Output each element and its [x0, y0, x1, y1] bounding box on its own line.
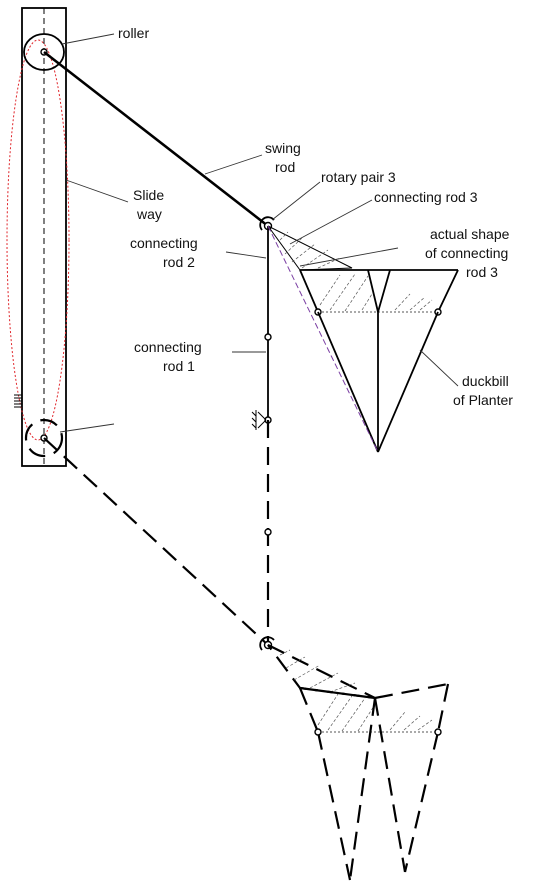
slide-way-frame [21, 7, 67, 467]
rotary-pair-lower-arc [259, 636, 275, 651]
label-actual-shape-3: rod 3 [466, 264, 498, 280]
label-duckbill-2: of Planter [453, 392, 513, 408]
leader-lower-roller [59, 423, 115, 433]
lower-top-bar-left [299, 686, 376, 700]
connecting-rod-3-shape [267, 225, 353, 271]
label-roller: roller [118, 25, 149, 41]
leader-roller [61, 33, 115, 45]
lower-duckbill-right-a [373, 697, 407, 873]
label-connecting-rod-2-1: connecting [130, 235, 198, 251]
lower-duckbill-right-b [403, 731, 440, 873]
joint-rod2-rod1 [264, 333, 272, 341]
label-slide-way-1: Slide [133, 187, 164, 203]
label-connecting-rod-3: connecting rod 3 [374, 189, 478, 205]
rotary-pair-3-arc [259, 216, 275, 231]
center-y-right [377, 269, 391, 313]
label-swing-rod-2: rod [275, 159, 295, 175]
purple-dashed-reference [267, 225, 379, 453]
lower-joint-right [434, 728, 442, 736]
leader-slide-way [65, 179, 129, 203]
center-y-left [367, 269, 379, 313]
duckbill-left-edge [317, 311, 379, 453]
label-connecting-rod-2-2: rod 2 [163, 254, 195, 270]
label-actual-shape-2: of connecting [425, 245, 508, 261]
connecting-rod-3-hatch [279, 231, 341, 269]
lower-shape-hatch [317, 693, 433, 732]
slide-way-highlight-ellipse [6, 39, 70, 441]
actual-shape-edge-left [299, 269, 319, 313]
roller-circle-bottom [24, 418, 64, 458]
label-connecting-rod-1-1: connecting [134, 339, 202, 355]
actual-shape-edge-right [437, 269, 459, 313]
leader-swing-rod [204, 154, 263, 175]
label-swing-rod-1: swing [265, 140, 301, 156]
ground-support [251, 410, 267, 430]
label-rotary-pair-3: rotary pair 3 [321, 169, 396, 185]
leader-connecting-rod-2 [225, 251, 267, 259]
leader-connecting-rod-3 [289, 199, 373, 245]
lower-shape-edge-left [298, 687, 320, 733]
label-duckbill-1: duckbill [462, 373, 509, 389]
duckbill-right-edge [377, 311, 439, 453]
leader-actual-shape [299, 247, 399, 267]
leader-rotary-pair-3 [271, 181, 321, 221]
swing-rod-lower-position [43, 437, 269, 646]
connecting-rod-3-lower [267, 644, 376, 700]
swing-rod [43, 50, 269, 228]
lower-joint-left [314, 728, 322, 736]
label-slide-way-2: way [136, 206, 162, 222]
label-connecting-rod-1-2: rod 1 [163, 358, 195, 374]
ground-hatch-left [14, 394, 22, 408]
lower-duckbill-left-a [316, 731, 352, 881]
joint-lower-mid [264, 528, 272, 536]
lower-shape-edge-right [436, 683, 450, 733]
actual-shape-hatch [319, 273, 433, 312]
leader-duckbill [419, 349, 459, 387]
connecting-rod-3-lower-hatch [279, 649, 356, 693]
lower-duckbill-left-b [348, 697, 377, 881]
label-actual-shape-1: actual shape [430, 226, 510, 242]
roller-circle-top [23, 33, 65, 71]
lower-top-bar-right [374, 682, 449, 700]
